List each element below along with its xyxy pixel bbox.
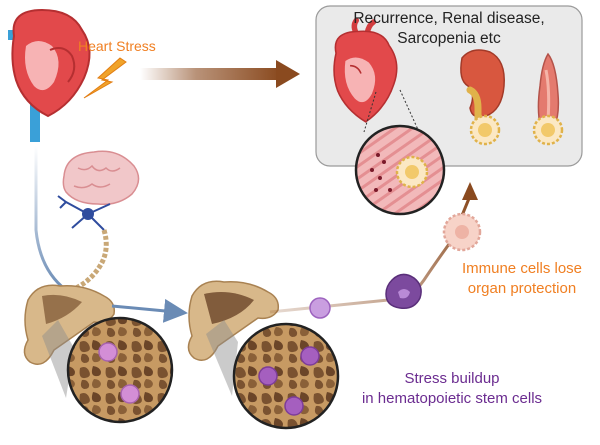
- immune-path-line: [269, 195, 472, 314]
- tissue-zoom-circle: [354, 124, 446, 216]
- immune-path-arrowhead: [462, 182, 478, 200]
- lightning-icon: [83, 57, 127, 99]
- neuron-icon: [57, 195, 111, 293]
- brain-icon: [62, 150, 140, 206]
- immune-label-line2: organ protection: [467, 280, 577, 297]
- bone-transition-arrow: [111, 298, 188, 323]
- immune-cell-icon: [532, 114, 564, 146]
- heart-icon: [333, 17, 398, 123]
- bone-icon: [187, 280, 280, 361]
- stress-label-line2: in hematopoietic stem cells: [361, 390, 543, 407]
- immune-cell-icon: [309, 297, 331, 319]
- bone-icon: [23, 284, 116, 365]
- marrow-zoom-circle: [232, 322, 340, 430]
- heart-to-outcome-arrow: [140, 60, 300, 88]
- immune-cell-icon: [469, 114, 501, 146]
- heart-stress-label: Heart Stress: [78, 38, 156, 54]
- immune-cell-icon: [442, 212, 482, 252]
- nerve-signal-line: [34, 146, 67, 292]
- zoom-line: [363, 89, 421, 135]
- monocyte-icon: [385, 273, 422, 310]
- immune-label-line1: Immune cells lose: [461, 260, 583, 277]
- stress-label-line1: Stress buildup: [404, 370, 500, 387]
- outcomes-label-line2: Sarcopenia etc: [397, 30, 501, 47]
- outcomes-label-line1: Recurrence, Renal disease,: [353, 10, 545, 27]
- heart-icon: [8, 8, 91, 142]
- marrow-zoom-circle: [66, 316, 174, 424]
